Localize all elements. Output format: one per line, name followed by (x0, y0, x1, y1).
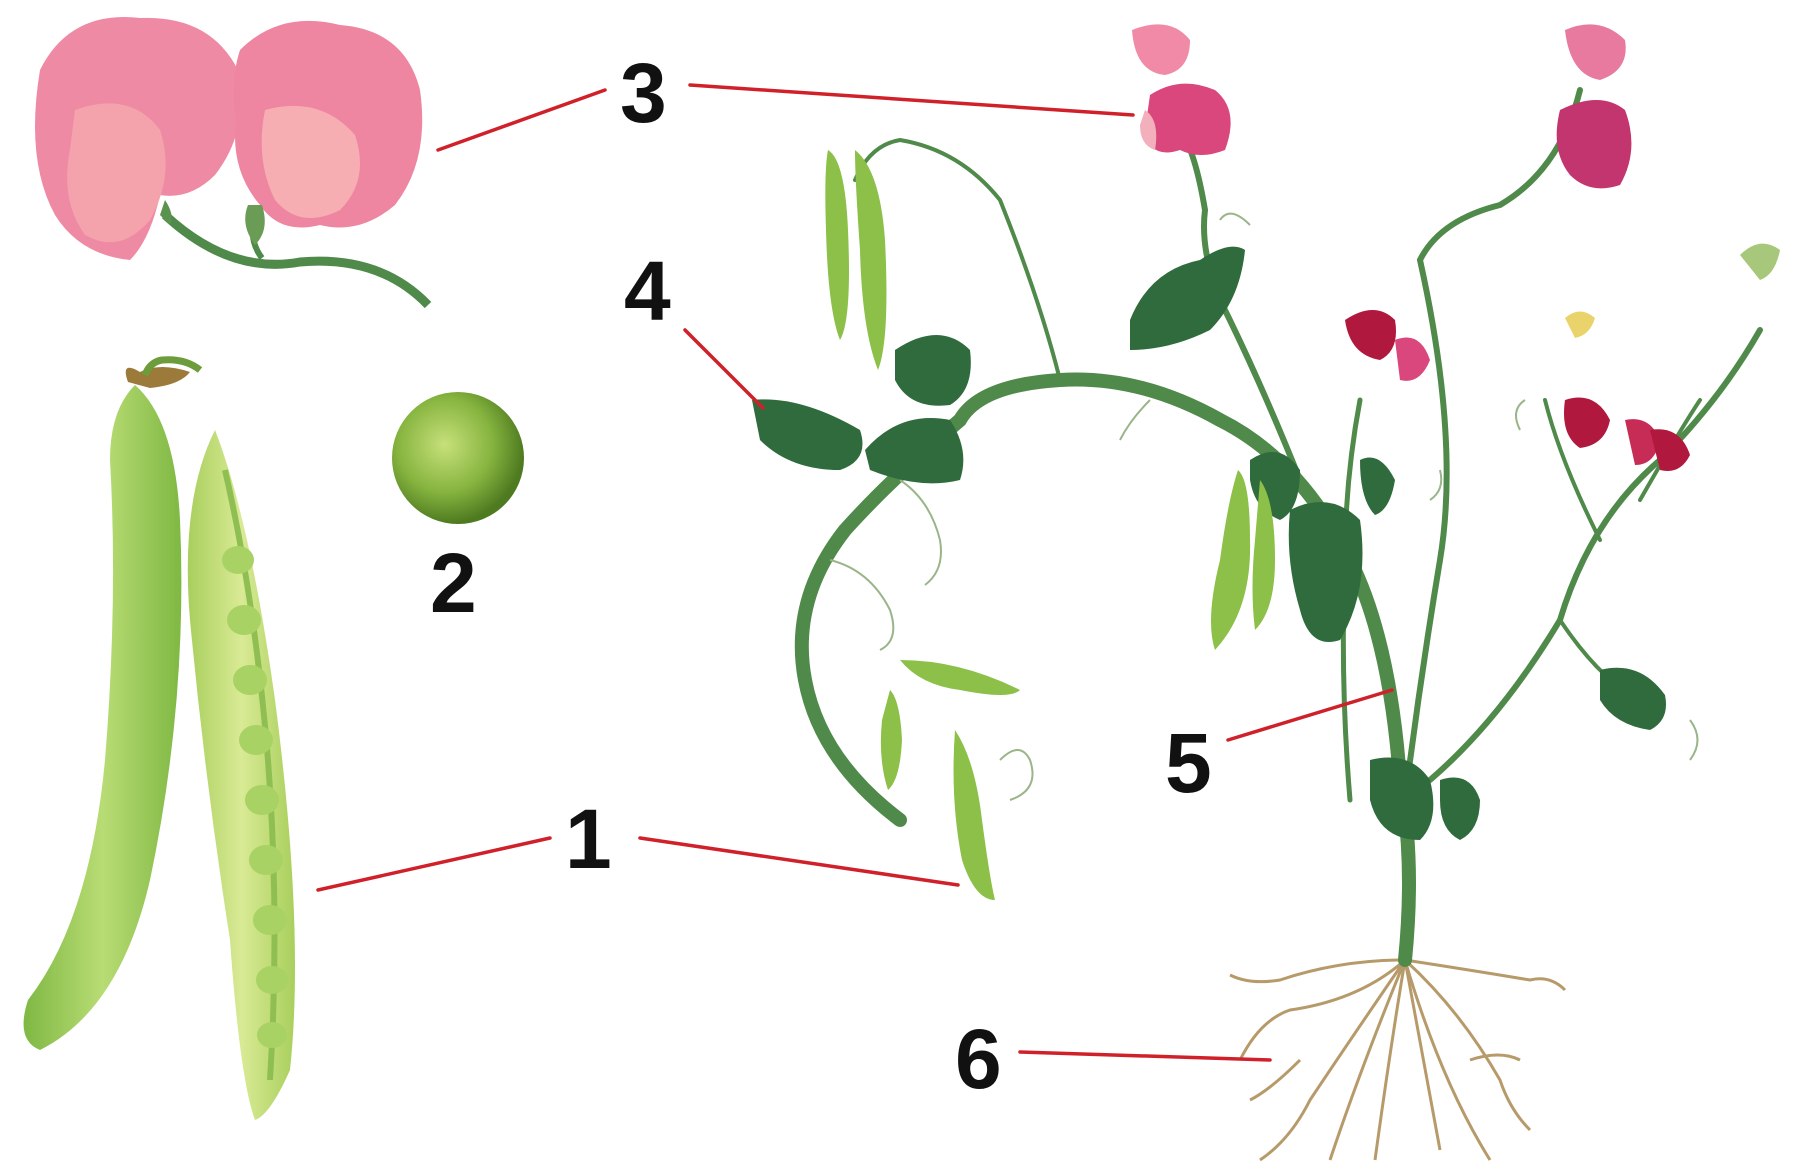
leaf (865, 418, 963, 483)
label-5: 5 (1165, 716, 1212, 810)
leader-line-5 (1228, 690, 1392, 740)
pea-plant (752, 24, 1780, 1160)
leaf (1360, 458, 1395, 516)
leader-line-6 (1020, 1052, 1270, 1060)
pod (855, 150, 886, 370)
leaf (1289, 502, 1363, 642)
pod (1211, 470, 1250, 650)
label-1: 1 (565, 792, 612, 886)
flower (1565, 24, 1626, 80)
flower (1132, 24, 1190, 75)
flower (1145, 84, 1231, 155)
pea-pods (24, 360, 295, 1120)
label-3: 3 (620, 46, 667, 140)
label-2: 2 (430, 536, 477, 630)
flower (1564, 398, 1610, 449)
label-4: 4 (624, 244, 671, 338)
leader-line-1-left (318, 838, 550, 890)
flower (1395, 338, 1430, 381)
leader-line-1-right (640, 838, 958, 885)
flower (1345, 310, 1396, 360)
leaf (1600, 668, 1666, 730)
leaf (1440, 778, 1480, 841)
pea-seed (392, 392, 524, 524)
pod (825, 150, 849, 340)
pod (881, 690, 902, 790)
leader-line-4 (685, 330, 763, 408)
leader-line-3-left (438, 90, 605, 150)
pod (954, 730, 995, 900)
flower (1557, 100, 1632, 188)
leader-line-3-right (690, 85, 1133, 115)
roots (1230, 960, 1565, 1160)
pod (900, 660, 1020, 695)
leaf (1370, 758, 1433, 841)
leaf (895, 335, 971, 406)
label-6: 6 (955, 1012, 1002, 1106)
leaf (752, 399, 863, 470)
flower-closeup (35, 17, 428, 305)
leaf (1130, 247, 1245, 350)
